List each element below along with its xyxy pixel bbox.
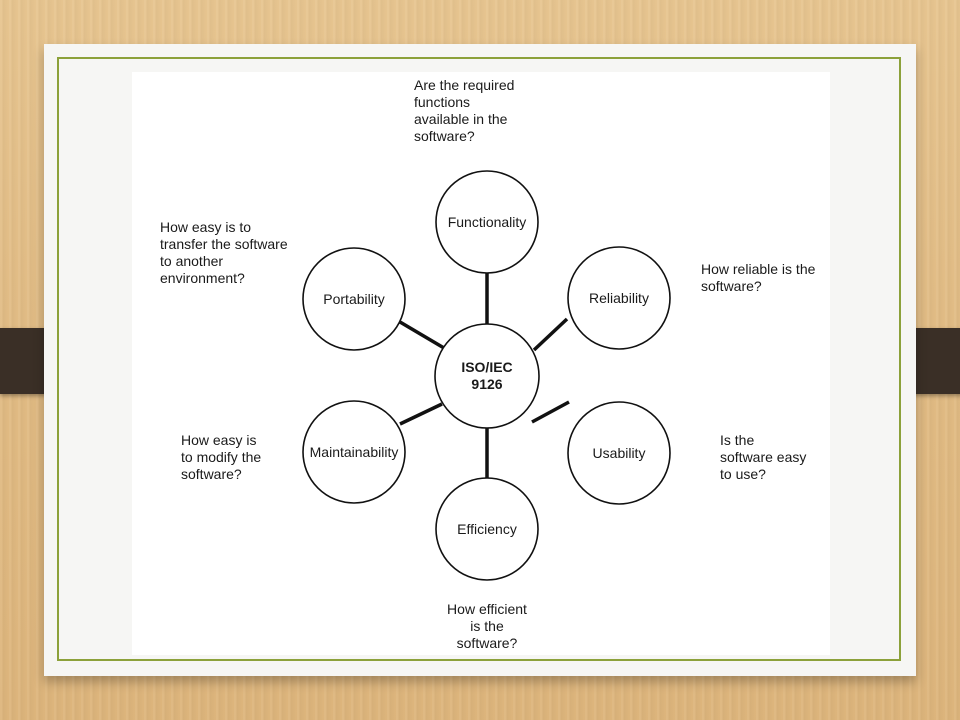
label-efficiency: Efficiency (457, 521, 517, 537)
question-usability-line: to use? (720, 466, 766, 482)
slide-card: ISO/IEC 9126 Functionality Reliability U… (44, 44, 916, 676)
node-portability (302, 247, 406, 351)
label-functionality: Functionality (447, 214, 527, 230)
question-portability-line: transfer the software (160, 236, 288, 252)
node-reliability (567, 246, 671, 350)
question-efficiency-line: software? (456, 635, 518, 651)
center-label-line2: 9126 (471, 376, 503, 392)
question-efficiency: How efficient is the software? (442, 601, 532, 652)
connector-maintainability (399, 402, 443, 426)
node-usability (567, 401, 671, 505)
question-portability-line: How easy is to (160, 219, 252, 235)
label-maintainability: Maintainability (309, 444, 399, 460)
question-functionality-line: Are the required (414, 77, 515, 93)
node-functionality (435, 170, 539, 274)
label-usability: Usability (592, 445, 646, 461)
question-functionality-line: available in the (414, 111, 508, 127)
question-functionality: Are the required functions available in … (414, 77, 514, 145)
node-maintainability (302, 400, 406, 504)
question-usability: Is the software easy to use? (720, 432, 806, 483)
center-node (434, 323, 540, 429)
connector-portability (399, 320, 445, 350)
question-usability-line: Is the (720, 432, 755, 448)
label-portability: Portability (323, 291, 385, 307)
question-efficiency-line: How efficient (447, 601, 527, 617)
question-maintainability-line: software? (181, 466, 242, 482)
connector-usability (531, 400, 570, 424)
question-reliability: How reliable is the software? (701, 261, 815, 295)
iso-diagram: ISO/IEC 9126 Functionality Reliability U… (132, 72, 830, 655)
slide-frame (57, 57, 901, 661)
question-usability-line: software easy (720, 449, 807, 465)
question-reliability-line: software? (701, 278, 762, 294)
question-reliability-line: How reliable is the (701, 261, 816, 277)
question-functionality-line: software? (414, 128, 475, 144)
connector-reliability (532, 317, 569, 352)
question-maintainability: How easy is to modify the software? (181, 432, 261, 483)
diagram-graphics (302, 170, 671, 581)
question-portability-line: to another (160, 253, 224, 269)
question-efficiency-line: is the (470, 618, 504, 634)
center-label-line1: ISO/IEC (461, 359, 513, 375)
question-maintainability-line: to modify the (181, 449, 262, 465)
label-reliability: Reliability (589, 290, 649, 306)
question-portability: How easy is to transfer the software to … (160, 219, 288, 287)
question-functionality-line: functions (414, 94, 471, 110)
center-label: ISO/IEC 9126 (435, 359, 539, 393)
node-efficiency (435, 477, 539, 581)
question-portability-line: environment? (160, 270, 245, 286)
question-maintainability-line: How easy is (181, 432, 257, 448)
